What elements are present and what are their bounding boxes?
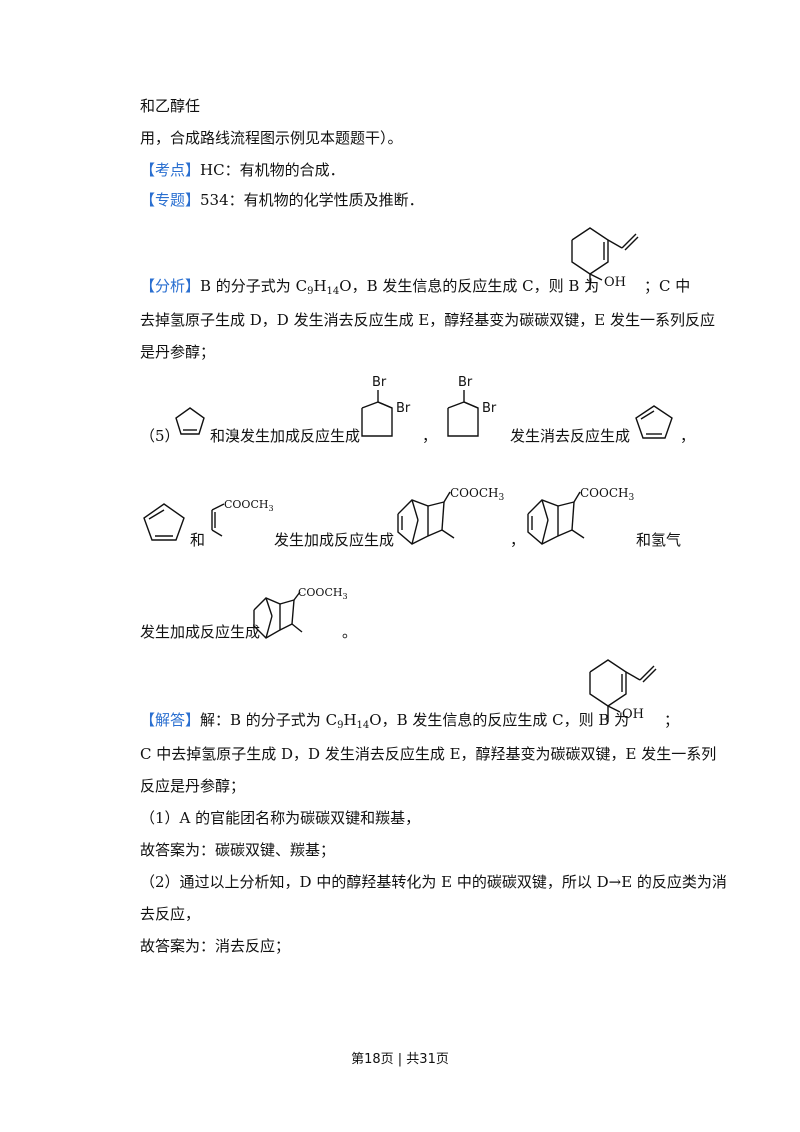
jieda-tag: 【解答】 xyxy=(140,711,201,729)
q7-end: 。 xyxy=(342,623,358,641)
dibromocyclopentane-structure-2: Br Br xyxy=(440,372,500,444)
br-label-1a: Br xyxy=(372,375,387,390)
molecule-b-structure: OH xyxy=(560,218,670,298)
cyclopentadiene-structure-2 xyxy=(140,500,188,544)
zhuanti-line: 【专题】534：有机物的化学性质及推断． xyxy=(140,190,424,210)
fenxi-text-b: O，B 发生信息的反应生成 C，则 B 为 xyxy=(339,277,600,295)
oh-label-2: OH xyxy=(622,707,644,722)
jieda-text-c: ； xyxy=(664,711,680,729)
jieda-h: H xyxy=(343,711,357,729)
cooch3-label-3: COOCH3 xyxy=(298,586,348,601)
kaodian-tag: 【考点】 xyxy=(140,161,201,179)
jieda-sub-14: 14 xyxy=(356,720,370,731)
page-footer: 第18页 | 共31页 xyxy=(351,1052,449,1067)
q7-text-a: 发生加成反应生成 xyxy=(140,623,261,641)
q5-text-b: 和溴发生加成反应生成 xyxy=(210,427,361,445)
zhuanti-tag: 【专题】 xyxy=(140,191,201,209)
q6-text-c: 和氢气 xyxy=(636,531,682,549)
methyl-crotonate-structure: COOCH3 xyxy=(206,494,280,544)
br-label-2a: Br xyxy=(458,375,473,390)
norbornene-ester-structure-2: COOCH3 xyxy=(522,484,642,554)
q2-line: （2）通过以上分析知，D 中的醇羟基转化为 E 中的碳碳双键，所以 D→E 的反… xyxy=(140,873,727,891)
q2-answer: 故答案为：消去反应； xyxy=(140,937,291,955)
q6-text-a: 和 xyxy=(190,531,206,549)
fenxi-line-3: 是丹参醇； xyxy=(140,343,216,361)
br-label-1b: Br xyxy=(396,401,411,416)
cooch3-label-small-1: COOCH3 xyxy=(224,498,274,513)
br-label-2b: Br xyxy=(482,401,497,416)
jieda-sub-9: 9 xyxy=(337,720,344,731)
jieda-line-1: 【解答】解：B 的分子式为 C9H14O，B 发生信息的反应生成 C，则 B 为 xyxy=(140,710,630,731)
fenxi-sub-9: 9 xyxy=(307,286,314,297)
q5-text-a: （5） xyxy=(140,427,180,445)
q5-end: ， xyxy=(680,427,696,445)
q5-text-c: 发生消去反应生成 xyxy=(510,427,631,445)
fenxi-line-1: 【分析】B 的分子式为 C9H14O，B 发生信息的反应生成 C，则 B 为 xyxy=(140,276,600,297)
kaodian-text: HC：有机物的合成． xyxy=(200,161,345,179)
fenxi-tag: 【分析】 xyxy=(140,277,201,295)
fenxi-sub-14: 14 xyxy=(326,286,340,297)
molecule-b-structure-2: OH xyxy=(578,650,688,730)
q5-comma: ， xyxy=(422,427,438,445)
q2-line-b: 去反应， xyxy=(140,905,201,923)
jieda-line-3: 反应是丹参醇； xyxy=(140,777,246,795)
text-line-1: 和乙醇任 xyxy=(140,97,201,115)
norbornane-ester-structure: COOCH3 xyxy=(250,584,350,648)
cyclopentene-structure xyxy=(172,404,208,438)
dibromocyclopentane-structure-1: Br Br xyxy=(354,372,414,444)
kaodian-line: 【考点】HC：有机物的合成． xyxy=(140,160,345,180)
q6-comma: ， xyxy=(510,531,526,549)
cooch3-label-2: COOCH3 xyxy=(580,486,635,503)
cooch3-label-1: COOCH3 xyxy=(450,486,505,503)
q1-line: （1）A 的官能团名称为碳碳双键和羰基， xyxy=(140,809,421,827)
fenxi-text-a: B 的分子式为 C xyxy=(200,277,308,295)
fenxi-line-2: 去掉氢原子生成 D，D 发生消去反应生成 E，醇羟基变为碳碳双键，E 发生一系列… xyxy=(140,311,716,329)
fenxi-h: H xyxy=(313,277,327,295)
q6-text-b: 发生加成反应生成 xyxy=(274,531,395,549)
jieda-text-b: O，B 发生信息的反应生成 C，则 B 为 xyxy=(369,711,630,729)
jieda-line-2: C 中去掉氢原子生成 D，D 发生消去反应生成 E，醇羟基变为碳碳双键，E 发生… xyxy=(140,745,717,763)
cyclopentadiene-structure-1 xyxy=(632,402,676,442)
fenxi-text-c: ；C 中 xyxy=(644,277,691,295)
norbornene-ester-structure-1: COOCH3 xyxy=(392,484,512,554)
q1-answer: 故答案为：碳碳双键、羰基； xyxy=(140,841,336,859)
text-line-2: 用，合成路线流程图示例见本题题干）。 xyxy=(140,129,403,147)
zhuanti-text: 534：有机物的化学性质及推断． xyxy=(200,191,424,209)
oh-label: OH xyxy=(604,275,626,290)
jieda-text-a: 解：B 的分子式为 C xyxy=(200,711,338,729)
